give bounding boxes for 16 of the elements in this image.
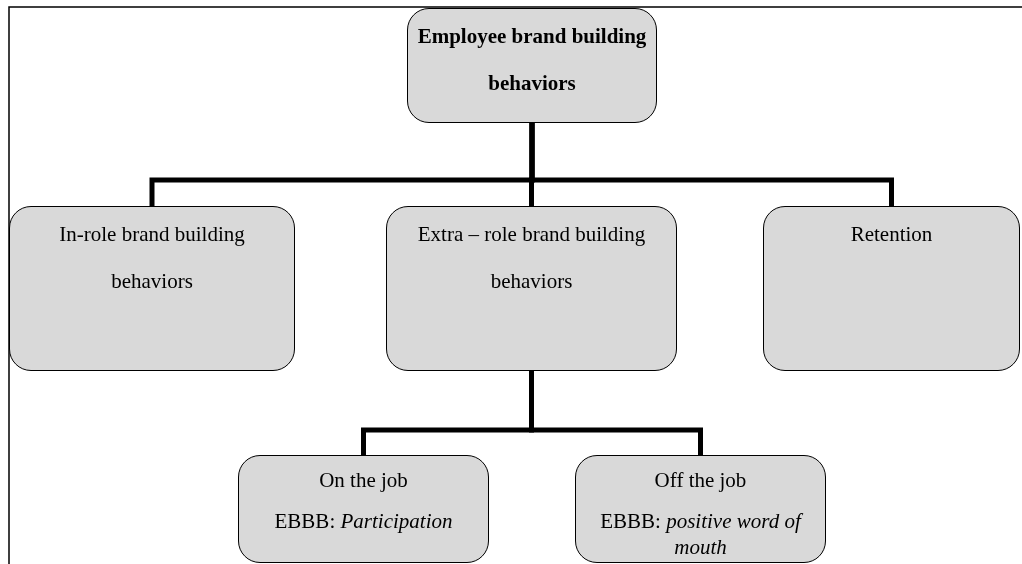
node-text: EBBB: positive word of mouth	[599, 508, 804, 560]
category-box	[575, 455, 826, 563]
connector-line	[529, 371, 703, 455]
node-text: On the job	[318, 467, 409, 494]
node-text: EBBB: Participation	[273, 508, 454, 534]
node-text: Off the job	[653, 467, 748, 494]
node-text: Employee brand building behaviors	[416, 23, 648, 97]
category-box	[9, 206, 295, 371]
category-box	[386, 206, 677, 371]
connector-line	[529, 123, 894, 206]
node-text: Extra – role brand building behaviors	[416, 221, 647, 295]
node-text: In-role brand building behaviors	[58, 221, 246, 295]
node-text: Retention	[849, 221, 934, 248]
category-box	[763, 206, 1020, 371]
category-box	[238, 455, 489, 563]
root-box	[407, 8, 657, 123]
